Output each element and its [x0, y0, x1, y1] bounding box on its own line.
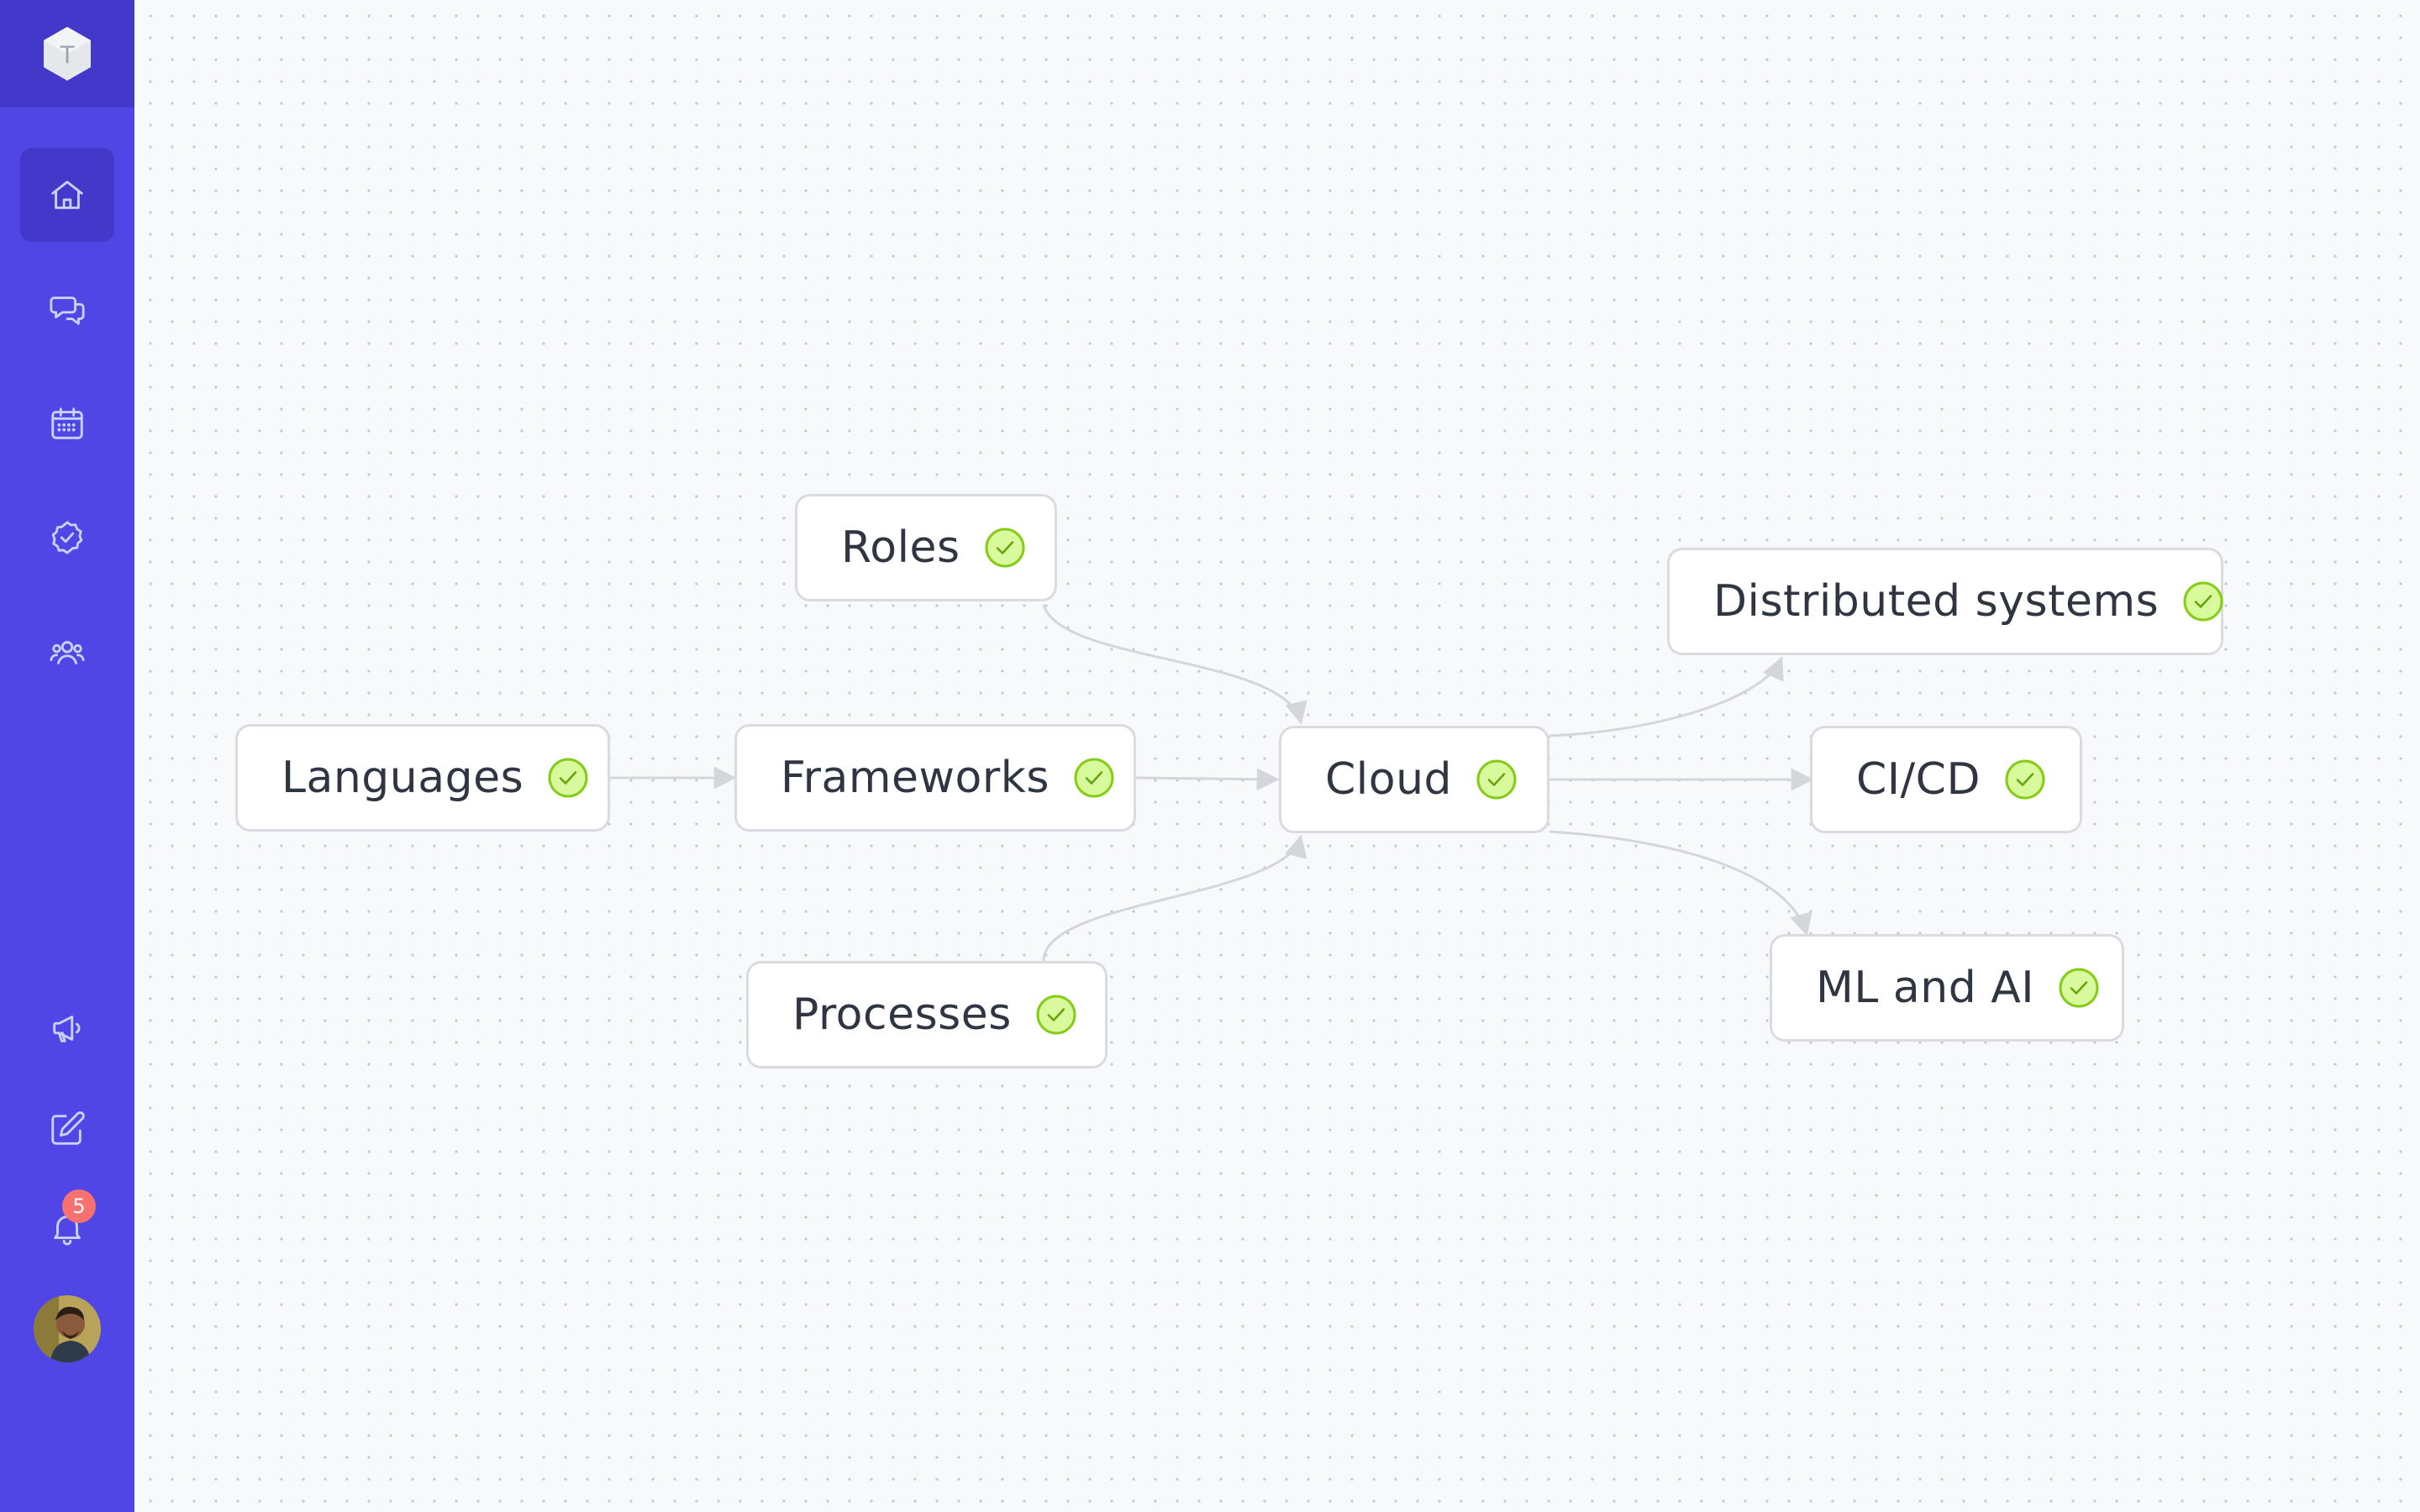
node-roles[interactable]: Roles	[795, 494, 1057, 601]
node-processes[interactable]: Processes	[746, 961, 1107, 1068]
logo-letter: T	[60, 41, 75, 69]
edge-roles-cloud	[1042, 604, 1307, 725]
home-icon	[51, 181, 83, 209]
check-circle-icon	[1476, 759, 1517, 800]
node-languages[interactable]: Languages	[235, 724, 610, 832]
notification-badge: 5	[62, 1189, 96, 1223]
check-circle-icon	[548, 758, 588, 798]
nav-chat[interactable]	[20, 262, 114, 356]
node-frameworks[interactable]: Frameworks	[734, 724, 1136, 832]
node-ml-and-ai[interactable]: ML and AI	[1770, 934, 2124, 1042]
node-cicd[interactable]: CI/CD	[1810, 726, 2082, 833]
edge-frameworks-cloud	[1135, 768, 1280, 791]
edit-icon	[51, 1111, 85, 1145]
nav-calendar[interactable]	[20, 376, 114, 470]
nav-announcements[interactable]	[20, 981, 114, 1075]
nav-edit[interactable]	[20, 1082, 114, 1176]
node-label: Frameworks	[781, 753, 1050, 803]
nav-home[interactable]	[20, 148, 114, 242]
edge-cloud-distributed	[1549, 656, 1784, 738]
nav-verified[interactable]	[20, 491, 114, 585]
check-circle-icon	[1074, 758, 1114, 798]
calendar-icon	[51, 407, 83, 439]
node-label: Cloud	[1325, 754, 1453, 805]
check-circle-icon	[2183, 581, 2223, 622]
check-circle-icon	[2059, 968, 2099, 1008]
node-label: CI/CD	[1856, 754, 1981, 805]
check-circle-icon	[2005, 759, 2045, 800]
users-icon	[50, 641, 85, 664]
megaphone-icon	[53, 1016, 81, 1042]
nav-notifications[interactable]: 5	[20, 1181, 114, 1275]
node-label: Roles	[841, 522, 960, 573]
node-label: Languages	[281, 753, 524, 803]
logo-area: T	[0, 0, 134, 108]
node-label: Distributed systems	[1713, 576, 2160, 627]
sidebar: T	[0, 0, 134, 1512]
node-distributed-systems[interactable]: Distributed systems	[1667, 548, 2223, 655]
badge-check-icon	[51, 521, 83, 554]
hexagon-logo-icon[interactable]: T	[40, 25, 94, 82]
edge-cloud-mlai	[1549, 830, 1812, 937]
nav-users[interactable]	[20, 605, 114, 699]
check-circle-icon	[1036, 995, 1076, 1035]
edge-processes-cloud	[1042, 834, 1307, 962]
check-circle-icon	[985, 528, 1025, 568]
chat-icon	[50, 297, 85, 325]
node-cloud[interactable]: Cloud	[1279, 726, 1549, 833]
node-label: ML and AI	[1816, 963, 2035, 1013]
node-label: Processes	[792, 990, 1012, 1040]
